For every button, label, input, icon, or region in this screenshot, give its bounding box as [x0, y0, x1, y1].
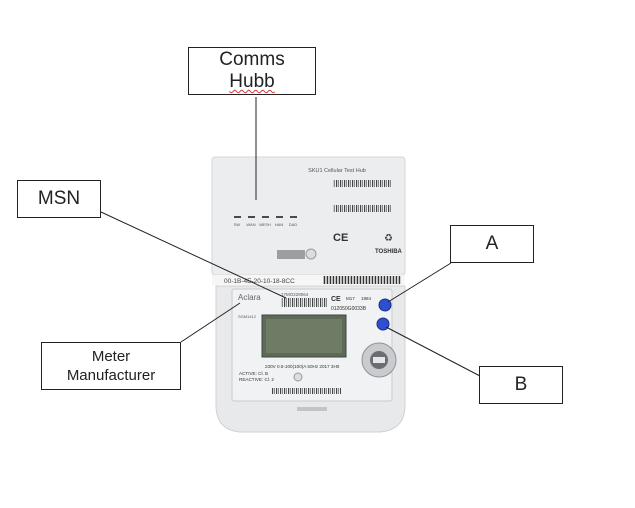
msn-leader: [100, 211, 287, 299]
hub-brand: TOSHIBA: [375, 249, 403, 255]
comms-hub-label-line1: Comms: [219, 49, 285, 70]
hub-led-label: WAN: [246, 222, 255, 227]
hub-led-label: DAD: [289, 222, 298, 227]
hub-serial: 00-1B-4E-20-10-18-8CC: [224, 278, 295, 285]
manufacturer-leader: [180, 302, 241, 343]
hub-led-label: SW: [234, 222, 241, 227]
hub-led-row: [234, 216, 297, 218]
comms-hub-label-line2: Hubb: [229, 71, 275, 92]
seal-screw: [293, 372, 303, 382]
meter-mid-code: M17: [346, 296, 355, 301]
msn-label: MSN: [37, 188, 81, 209]
meter-serial-barcode: [281, 298, 327, 307]
hub-weee-icon: ♻: [384, 233, 393, 244]
comms-hub-callout: Comms Hubb: [188, 47, 316, 95]
button-b-label: B: [514, 374, 528, 395]
button-b[interactable]: [376, 317, 390, 331]
bottom-barcode: [271, 388, 341, 394]
hub-barcode: [333, 180, 391, 212]
meter-manufacturer-callout: Meter Manufacturer: [41, 342, 181, 390]
a-leader: [387, 262, 452, 303]
meter-manufacturer-label-line2: Manufacturer: [66, 367, 156, 384]
meter-model: SGM1412: [238, 314, 257, 319]
msn-callout: MSN: [17, 180, 101, 218]
meter-manufacturer-label-line1: Meter: [91, 348, 131, 365]
meter-rating: 230V 0.5-100(100)A 50Hz 2017 3H0: [265, 364, 340, 369]
b-leader: [385, 326, 481, 377]
reactive-class: REACTIVE: Cl. 2: [239, 377, 274, 382]
serial-barcode: [323, 276, 401, 284]
optical-port-slot: [373, 357, 385, 363]
hub-title: SKU1 Cellular Test Hub: [308, 168, 366, 174]
hub-led-label: MESH: [259, 222, 271, 227]
meter-serial-number: 17MO229064: [281, 292, 309, 297]
hub-screw: [305, 248, 317, 260]
meter-id: 012050G0033B: [331, 306, 367, 312]
button-b-callout: B: [479, 366, 563, 404]
lcd-glass: [266, 319, 342, 353]
meter-brand-logo: Aclara: [238, 293, 261, 302]
button-a-label: A: [485, 233, 499, 254]
hub-label-plate: [277, 250, 305, 259]
meter-ce-mark: CE: [331, 296, 341, 303]
button-a-callout: A: [450, 225, 534, 263]
hub-led-label: HAN: [275, 222, 284, 227]
meter-cert-number: 1984: [361, 296, 372, 301]
terminal-cover-slot: [297, 407, 327, 411]
active-class: ACTIVE: Cl. B: [239, 371, 268, 376]
hub-serial-strip: [212, 275, 405, 285]
hub-ce-mark: CE: [333, 232, 348, 244]
